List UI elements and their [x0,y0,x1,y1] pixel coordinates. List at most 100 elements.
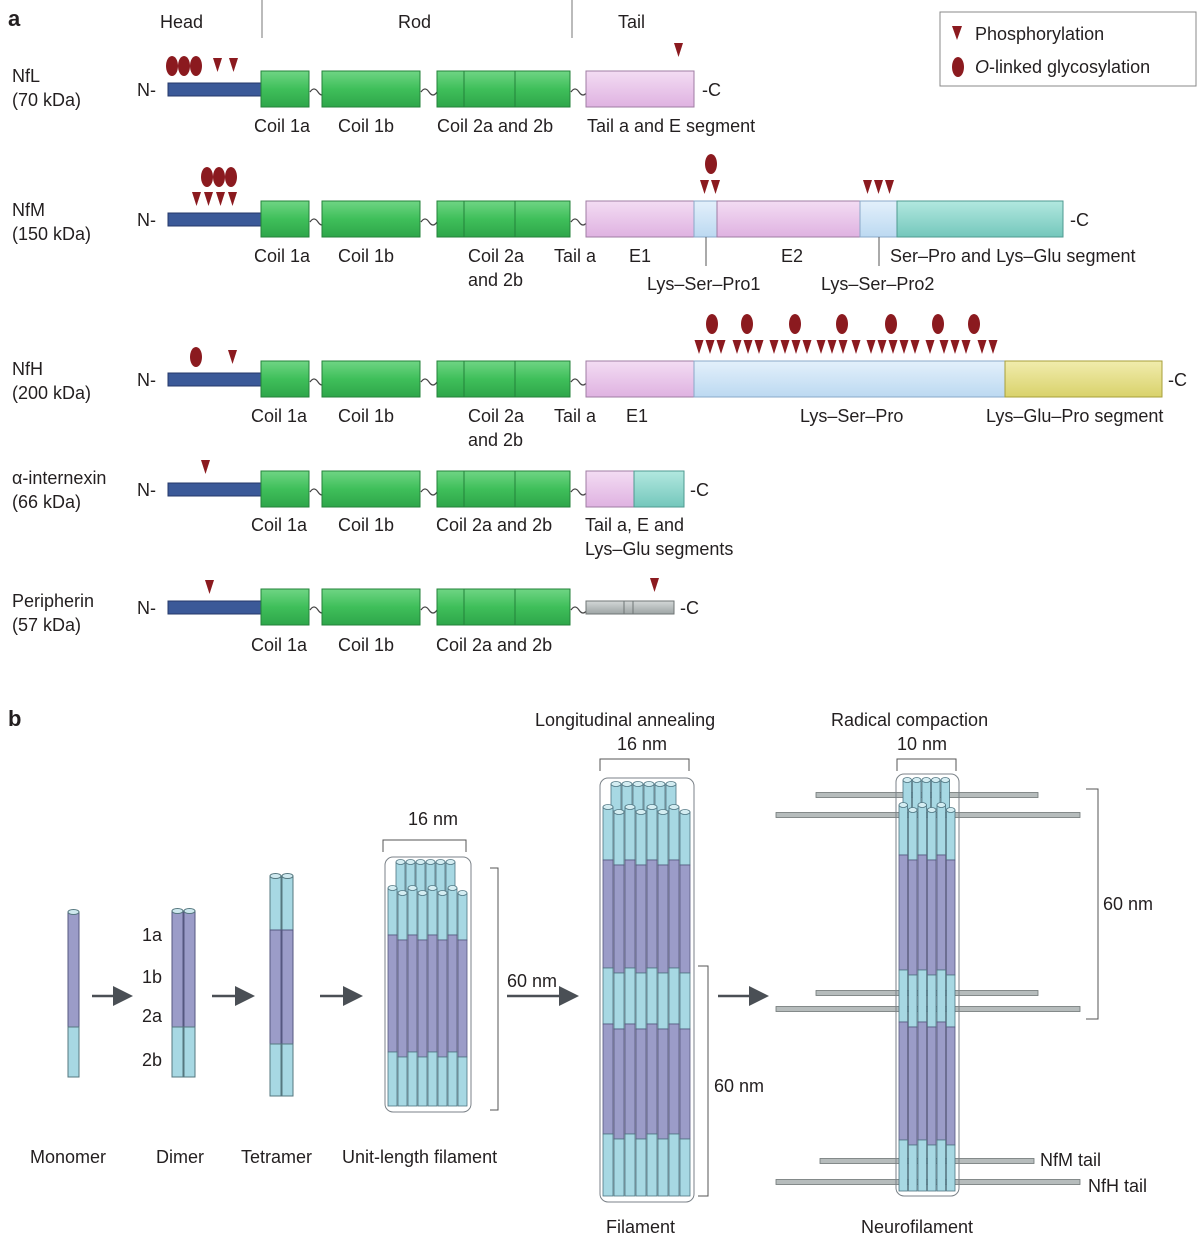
rod-segment [281,1043,294,1097]
rod-segment [602,859,614,969]
rod-segment [917,1021,927,1141]
rod-segment [417,892,428,941]
phosphorylation-site [780,340,790,354]
protein-name: NfH [12,359,43,379]
rod-segment [427,1051,438,1107]
glycosylation-site [932,314,944,334]
coil-2-label: and 2b [468,270,523,290]
phosphorylation-site [213,58,222,72]
rod-cap [435,859,446,865]
ksp1-label: Lys–Ser–Pro1 [647,274,760,294]
coil-1b-label: Coil 1b [338,635,394,655]
rod-segment [927,1144,937,1192]
rod-segment [635,972,647,1030]
length-bracket [1086,788,1099,1020]
phosphorylation-site [705,340,715,354]
rod-segment [668,1133,680,1197]
protein-peripherin: Peripherin (57 kDa) N- -C Coil 1a Coil 1… [12,578,699,655]
phosphorylation-site [910,340,920,354]
rod-cap [931,777,941,783]
protein-name: Peripherin [12,591,94,611]
e1-label: E1 [629,246,651,266]
coil-2 [436,200,571,238]
rod-segment [908,1144,918,1192]
rod-segment [67,911,80,1028]
glycosylation-site [190,347,202,367]
rod-cap [427,885,438,891]
coil-1b [321,200,421,238]
glycosylation-site [225,167,237,187]
rod-segment [269,875,282,931]
glycosylation-site [836,314,848,334]
rod-cap [183,908,196,914]
rod-segment [927,1026,937,1146]
phosphorylation-site [866,340,876,354]
coil-2-label: Coil 2a [468,406,525,426]
c-terminus: -C [1070,210,1089,230]
tail-e1 [585,360,695,398]
rod-segment [407,1051,418,1107]
rod-segment [936,969,946,1023]
rod-segment [646,806,658,861]
legend: Phosphorylation O-linked glycosylation [939,11,1197,87]
rod-segment [602,1133,614,1197]
coil-1a [260,200,310,238]
coil-2-label: Coil 2a and 2b [436,635,552,655]
length-bracket [490,867,499,1111]
coil-1b [321,360,421,398]
phosphorylation-site [228,192,237,206]
phosphorylation-site [802,340,812,354]
rod-cap [415,859,426,865]
tail-a-e [585,470,635,508]
unit-length-filament [384,856,472,1113]
rod-cap [632,781,644,787]
rod-segment [668,967,680,1025]
width-bracket [896,758,957,771]
rod-segment [397,939,408,1058]
c-terminus: -C [1168,370,1187,390]
rod-segment [657,972,669,1030]
nf-length-label: 60 nm [1103,894,1153,914]
rod-segment [646,1133,658,1197]
protein-mass: (66 kDa) [12,492,81,512]
glycosylation-site [705,154,717,174]
stage-neurofilament-label: Neurofilament [861,1217,973,1237]
rod-segment [946,974,956,1028]
glycosylation-site [178,56,190,76]
rod-cap [679,809,691,815]
stage-monomer-label: Monomer [30,1147,106,1167]
rod-segment [917,1139,927,1192]
rod-segment [417,939,428,1058]
head-domain [167,600,262,615]
protein-name: α-internexin [12,468,106,488]
rod-segment [946,1026,956,1146]
rod-segment [624,1023,636,1135]
rod-cap [912,777,922,783]
panel-letter-b: b [8,706,21,731]
linker [420,606,438,614]
rod-segment [927,809,937,861]
rod-segment [946,809,956,861]
tail-e2 [716,200,861,238]
filament-outline [384,856,472,1113]
rod-segment [679,1138,691,1197]
legend-box [939,11,1197,87]
stage-dimer-label: Dimer [156,1147,204,1167]
panel-a: a Head Rod Tail Phosphorylation O-linked… [8,0,1197,655]
coil-2 [436,360,571,398]
rod-segment [936,854,946,971]
rod-cap [437,890,448,896]
monomer [67,909,80,1078]
n-terminus: N- [137,210,156,230]
head-domain [167,372,262,387]
filament-outline [895,773,960,1197]
phosphorylation-site [877,340,887,354]
rod-segment [613,972,625,1030]
rod-cap [646,804,658,810]
rod-segment [908,809,918,861]
coil-1b [321,588,421,626]
rod-segment [908,859,918,976]
rod-cap [445,859,456,865]
rod-segment [457,892,468,941]
c-terminus: -C [690,480,709,500]
